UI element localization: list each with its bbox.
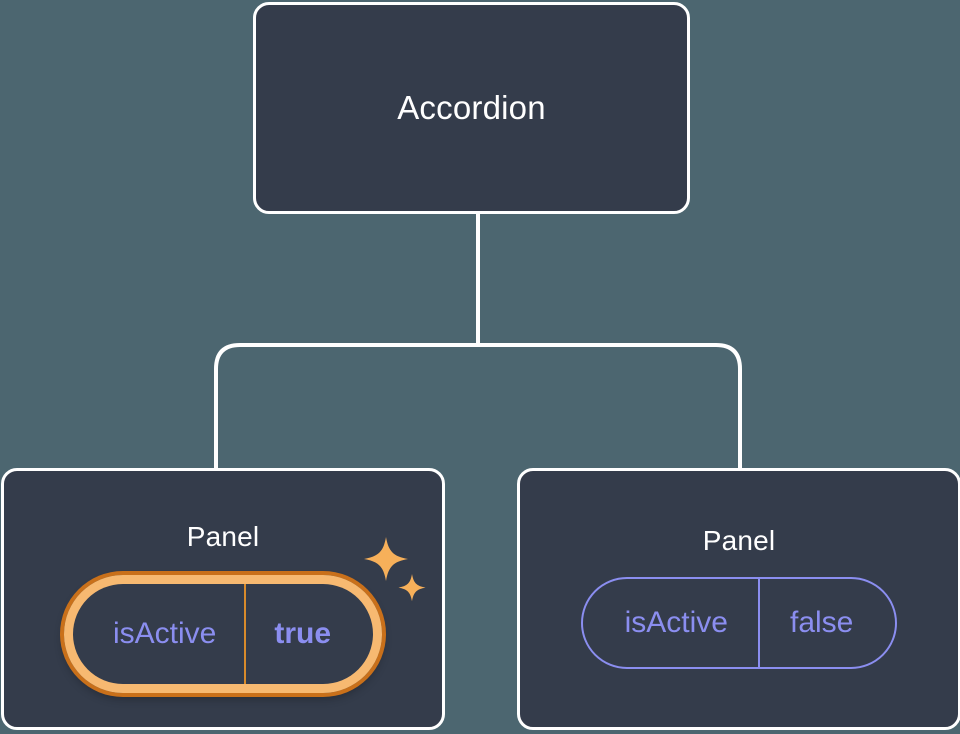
- prop-value: true: [244, 584, 373, 684]
- prop-pill-isactive-true[interactable]: isActive true: [64, 575, 382, 693]
- node-panel-active-title: Panel: [186, 521, 260, 552]
- node-panel-inactive-title: Panel: [702, 525, 776, 556]
- connector-branch-right: [478, 343, 742, 470]
- node-accordion-title: Accordion: [397, 89, 546, 126]
- prop-pill-isactive-true-wrap: isActive true: [64, 537, 426, 693]
- connector-branch-left: [214, 343, 478, 470]
- prop-key: isActive: [624, 606, 728, 639]
- node-accordion[interactable]: Accordion: [253, 2, 690, 214]
- node-panel-active[interactable]: Panel isActive true: [1, 468, 445, 730]
- prop-pill-isactive-false-wrap: isActive false: [580, 577, 898, 669]
- node-panel-inactive[interactable]: Panel isActive false: [517, 468, 960, 730]
- prop-value: false: [757, 579, 895, 667]
- prop-key: isActive: [112, 617, 217, 650]
- prop-pill-isactive-false[interactable]: isActive false: [580, 577, 898, 669]
